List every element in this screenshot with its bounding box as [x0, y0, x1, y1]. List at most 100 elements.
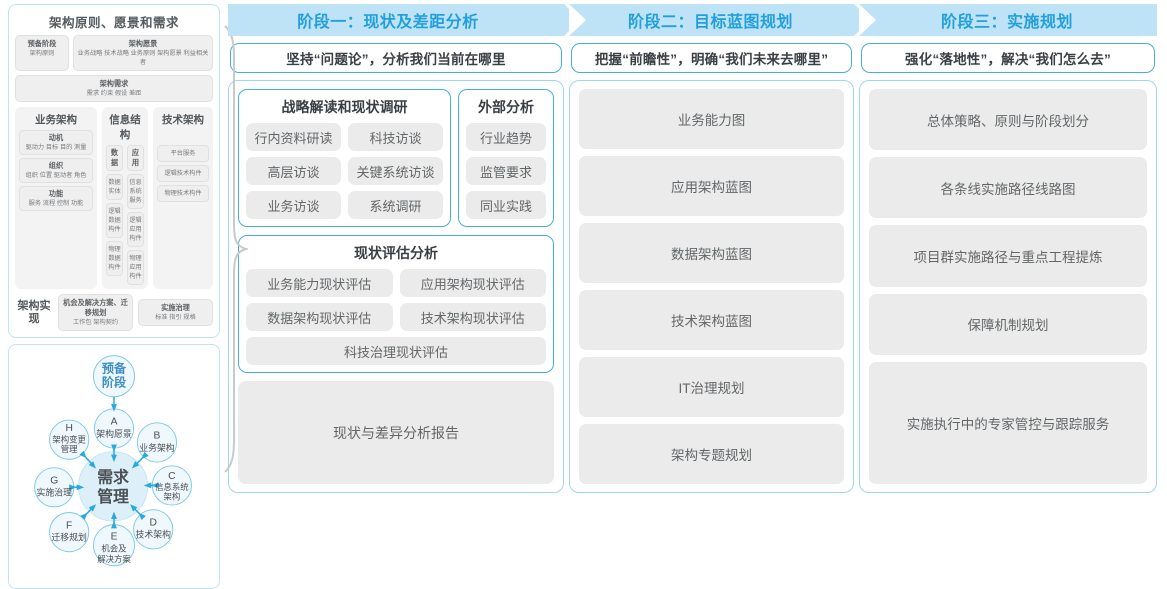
togaf-prelim-box: 预备阶段 架构原则	[15, 35, 69, 71]
phase-1-body: 战略解读和现状调研 行内资料研读 科技访谈 高层访谈 关键系统访谈	[228, 80, 564, 493]
togaf-requirements-box: 架构需求 需求 约束 假设 差距	[15, 75, 213, 102]
phase-2-banner: 阶段二：目标蓝图规划	[569, 4, 871, 36]
chip-peer-practice[interactable]: 同业实践	[466, 191, 546, 219]
togaf-vision-heading: 架构愿景	[128, 39, 158, 48]
node-f-key: F	[66, 520, 72, 531]
togaf-content-framework-panel: 架构原则、愿景和需求 预备阶段 架构原则 架构愿景 业务战略 技术战略 业务原则…	[8, 4, 220, 338]
node-e-label-1: 机会及	[101, 544, 127, 554]
chip-data-arch-assessment[interactable]: 数据架构现状评估	[246, 303, 393, 331]
phases-container: 阶段一：现状及差距分析 坚持“问题论”，分析我们当前在哪里 战略解读和现状调研 …	[226, 0, 1167, 499]
chip-line-roadmap[interactable]: 各条线实施路径线路图	[869, 157, 1147, 219]
adm-cycle-panel: 预备 阶段 A 架构愿景 B 业务架构 C 信息系统 架构 D 技术架构 E 机…	[8, 344, 220, 589]
arrow-h-center	[79, 450, 96, 469]
chip-it-governance-plan[interactable]: IT治理规划	[579, 357, 844, 417]
node-b-label: 业务架构	[139, 442, 175, 453]
togaf-vision-box: 架构愿景 业务战略 技术战略 业务原则 架构愿景 利益相关者	[73, 35, 213, 71]
node-a-label: 架构愿景	[96, 428, 132, 439]
is-data-entity: 数据实体	[106, 174, 123, 200]
arrow-b-center	[131, 451, 149, 469]
realization-governance-sub: 标准 指引 规格	[155, 314, 196, 321]
chip-architecture-topic-plan[interactable]: 架构专题规划	[579, 424, 844, 484]
node-center-label-1: 需求	[97, 468, 129, 487]
chip-overall-strategy[interactable]: 总体策略、原则与阶段划分	[869, 89, 1147, 151]
is-physical-data: 物理数据构件	[106, 241, 123, 276]
ba-organization-heading: 组织	[48, 161, 64, 170]
card-external-analysis-title: 外部分析	[478, 99, 534, 115]
ba-item-function: 功能 服务 流程 控制 功能	[19, 186, 93, 211]
chip-it-governance-assessment[interactable]: 科技治理现状评估	[246, 337, 546, 365]
is-physical-app-label: 物理应用构件	[129, 255, 142, 280]
chip-system-survey[interactable]: 系统调研	[348, 191, 443, 219]
ta-logical-tech-label: 逻辑技术构件	[164, 170, 202, 177]
togaf-prelim-sub: 架构原则	[29, 50, 55, 57]
chip-key-system-interview[interactable]: 关键系统访谈	[348, 157, 443, 185]
node-c-label-1: 信息系统	[155, 482, 189, 492]
node-prelim-label-2: 阶段	[102, 374, 127, 389]
is-logical-data: 逻辑数据构件	[106, 203, 123, 238]
chip-business-interview[interactable]: 业务访谈	[246, 191, 341, 219]
business-architecture-title: 业务架构	[35, 114, 77, 126]
chip-exec-interview[interactable]: 高层访谈	[246, 157, 341, 185]
phase-1-banner: 阶段一：现状及差距分析	[228, 4, 581, 36]
ba-motivation-heading: 动机	[48, 133, 64, 142]
chip-business-capability-assessment[interactable]: 业务能力现状评估	[246, 269, 393, 297]
phase-3-body: 总体策略、原则与阶段划分 各条线实施路径线路图 项目群实施路径与重点工程提炼 保…	[859, 80, 1157, 493]
chip-regulatory-requirement[interactable]: 监管要求	[466, 157, 546, 185]
is-app-service: 信息系统服务	[127, 174, 144, 209]
realization-governance-box: 实施治理 标准 指引 规格	[138, 299, 213, 326]
chip-business-capability-map[interactable]: 业务能力图	[579, 89, 844, 149]
is-app-heading: 应用	[131, 148, 140, 167]
node-d-label: 技术架构	[135, 529, 171, 540]
is-logical-app: 逻辑应用构件	[127, 212, 144, 247]
chip-data-arch-blueprint[interactable]: 数据架构蓝图	[579, 223, 844, 283]
ta-platform-service: 平台服务	[157, 145, 209, 162]
phase-1-report[interactable]: 现状与差异分析报告	[238, 381, 554, 484]
card-current-state-assessment-title: 现状评估分析	[354, 245, 438, 261]
ba-motivation-sub: 驱动力 目标 目的 测量	[25, 144, 87, 151]
togaf-panel-title: 架构原则、愿景和需求	[48, 16, 179, 30]
togaf-requirements-sub: 需求 约束 假设 差距	[86, 90, 142, 97]
chip-tech-interview[interactable]: 科技访谈	[348, 123, 443, 151]
togaf-technology-architecture-section: 技术架构 平台服务 逻辑技术构件 物理技术构件	[153, 107, 213, 289]
architecture-realization-label: 架构实现	[17, 299, 51, 325]
is-data-heading-box: 数据	[106, 145, 123, 171]
chip-application-arch-blueprint[interactable]: 应用架构蓝图	[579, 156, 844, 216]
realization-opportunity-heading: 机会及解决方案、迁移规划	[63, 298, 128, 317]
phase-3-item-stack: 总体策略、原则与阶段划分 各条线实施路径线路图 项目群实施路径与重点工程提炼 保…	[869, 89, 1147, 485]
phase-2-body: 业务能力图 应用架构蓝图 数据架构蓝图 技术架构蓝图 IT治理规划 架构专题规划	[569, 80, 854, 493]
node-prelim-circle	[92, 355, 136, 398]
left-reference-column: 架构原则、愿景和需求 预备阶段 架构原则 架构愿景 业务战略 技术战略 业务原则…	[0, 0, 248, 589]
ta-logical-tech: 逻辑技术构件	[157, 165, 209, 182]
is-physical-data-label: 物理数据构件	[108, 246, 121, 271]
phase-3-banner: 阶段三：实施规划	[859, 4, 1157, 36]
togaf-vision-sub: 业务战略 技术战略 业务原则 架构愿景 利益相关者	[77, 50, 209, 66]
node-h-circle	[49, 419, 90, 460]
is-physical-app: 物理应用构件	[127, 250, 144, 285]
is-logical-data-label: 逻辑数据构件	[108, 208, 121, 233]
chip-assurance-mechanism-plan[interactable]: 保障机制规划	[869, 293, 1147, 355]
card-current-state-assessment: 现状评估分析 业务能力现状评估 应用架构现状评估 数据架构现状评估 技术架构现状…	[238, 235, 554, 373]
node-h-key: H	[65, 423, 72, 434]
is-data-entity-label: 数据实体	[108, 179, 121, 195]
chip-program-roadmap[interactable]: 项目群实施路径与重点工程提炼	[869, 225, 1147, 287]
togaf-requirements-heading: 架构需求	[99, 79, 129, 88]
node-g-key: G	[50, 476, 58, 487]
card-strategy-survey-title: 战略解读和现状调研	[281, 99, 408, 115]
ta-physical-tech: 物理技术构件	[157, 185, 209, 202]
chip-internal-materials[interactable]: 行内资料研读	[246, 123, 341, 151]
chip-application-arch-assessment[interactable]: 应用架构现状评估	[399, 269, 546, 297]
togaf-business-architecture-section: 业务架构 动机 驱动力 目标 目的 测量 组织 组织 位置 驱动者 角色 功能 …	[15, 107, 97, 289]
ta-physical-tech-label: 物理技术构件	[164, 190, 202, 197]
is-logical-app-label: 逻辑应用构件	[129, 217, 142, 242]
chip-tech-arch-assessment[interactable]: 技术架构现状评估	[399, 303, 546, 331]
node-c-key: C	[168, 471, 176, 482]
node-h-label-2: 管理	[61, 444, 78, 454]
chip-industry-trend[interactable]: 行业趋势	[466, 123, 546, 151]
is-data-heading: 数据	[110, 148, 119, 167]
chip-expert-control-tracking[interactable]: 实施执行中的专家管控与跟踪服务	[869, 361, 1147, 485]
phase-1: 阶段一：现状及差距分析 坚持“问题论”，分析我们当前在哪里 战略解读和现状调研 …	[228, 4, 581, 493]
chip-tech-arch-blueprint[interactable]: 技术架构蓝图	[579, 290, 844, 350]
ba-item-organization: 组织 组织 位置 驱动者 角色	[19, 158, 93, 183]
phase-2-item-stack: 业务能力图 应用架构蓝图 数据架构蓝图 技术架构蓝图 IT治理规划 架构专题规划	[579, 89, 844, 484]
node-a-key: A	[111, 417, 118, 428]
